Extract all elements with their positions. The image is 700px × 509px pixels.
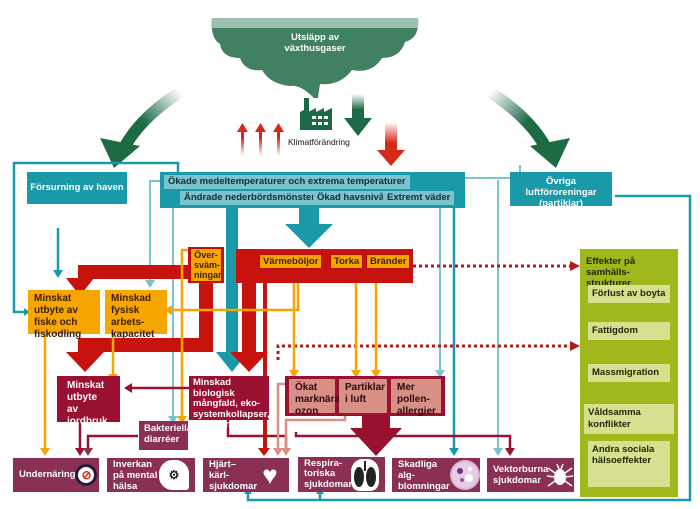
society-item: Förlust av boyta [588,285,670,303]
outcome-label: Inverkan på mental hälsa [113,458,158,492]
society-item: Fattigdom [588,322,670,340]
outcome-label: Vektorburna sjukdomar [493,464,549,486]
emissions-cloud [211,14,419,98]
red-down-arrow-icon [377,122,405,166]
outcome-algal-blooms: Skadliga alg-blomningar [392,458,480,492]
society-item: Massmigration [588,364,670,382]
society-effects-title: Effekter på samhälls-strukturer [586,256,636,289]
outcome-label: Undernäring [19,469,76,480]
drought-tag: Torka [330,254,364,269]
fires-tag: Bränder [366,254,411,269]
ozone-box: Ökat marknära ozon [289,379,340,417]
biodiversity-box: Minskad biologisk mångfald, eko-systemko… [189,376,270,430]
bacterial-diarrhea-box: Bakteriella diarréer [139,421,192,450]
work-capacity-box: Minskad fysisk arbets-kapacitet [105,290,167,340]
acidification-box: Försurning av haven [27,172,127,204]
no-food-icon: ⊘ [75,464,98,486]
outcome-mental-health: Inverkan på mental hälsa ⚙ [107,458,195,492]
other-pollutants-box: Övriga luftföroreningar (partiklar) [510,172,612,209]
society-item: Våldsamma konflikter [584,404,674,434]
dotted-connectors [276,264,570,360]
teal-connectors [12,161,692,502]
society-effects-panel: Effekter på samhälls-strukturer Förlust … [580,249,678,497]
outcome-label: Respira-toriska sjukdomar [304,457,353,490]
left-curved-arrow-icon [100,86,184,168]
maroon-connectors [78,386,512,450]
outcome-respiratory: Respira-toriska sjukdomar [298,457,385,492]
emissions-label: Utsläpp av växthusgaser [284,32,346,54]
society-item: Andra sociala hälsoeffekter [588,441,670,487]
particles-box: Partiklar i luft [339,379,387,413]
fishing-yield-box: Minskat utbyte av fiske och fiskodling [28,290,100,340]
green-down-arrow-icon [344,94,372,136]
temperature-tag: Ökade medeltemperaturer och extrema temp… [164,175,410,189]
tick-icon [545,460,575,490]
algae-icon [449,460,480,490]
head-gears-icon: ⚙ [159,460,189,490]
teal-thick-connector [226,195,238,353]
outcome-malnutrition: Undernäring ⊘ [13,458,99,492]
outcome-label: Skadliga alg-blomningar [398,458,450,492]
agriculture-yield-box: Minskat utbyte av jordbruk [57,376,120,427]
sea-level-tag: Ökad havsnivå [313,191,389,205]
central-climate-box: Ökade medeltemperaturer och extrema temp… [160,172,465,208]
lungs-icon [351,458,379,491]
outcome-cardiovascular: Hjärt–kärl-sjukdomar ♥ [203,458,289,492]
pink-connectors [276,382,347,450]
outcome-label: Hjärt–kärl-sjukdomar [209,458,258,492]
heart-icon: ♥ [262,460,278,490]
heat-up-arrows-icon [237,123,284,156]
factory-icon [300,98,332,130]
acidification-label: Försurning av haven [30,182,124,193]
pollen-box: Mer pollen-allergier [391,379,441,417]
other-pollutants-label: Övriga luftföroreningar (partiklar) [525,176,597,209]
flooding-tag: Över-sväm-ningar [190,248,222,282]
precipitation-tag: Ändrade nederbördsmönster [180,191,319,205]
climate-change-label: Klimatförändring [288,137,350,147]
extreme-weather-tag: Extremt väder [383,191,455,205]
outcome-vector-borne: Vektorburna sjukdomar [487,458,574,492]
heatwaves-tag: Värmeböljor [259,254,323,269]
right-curved-arrow-icon [486,86,570,168]
